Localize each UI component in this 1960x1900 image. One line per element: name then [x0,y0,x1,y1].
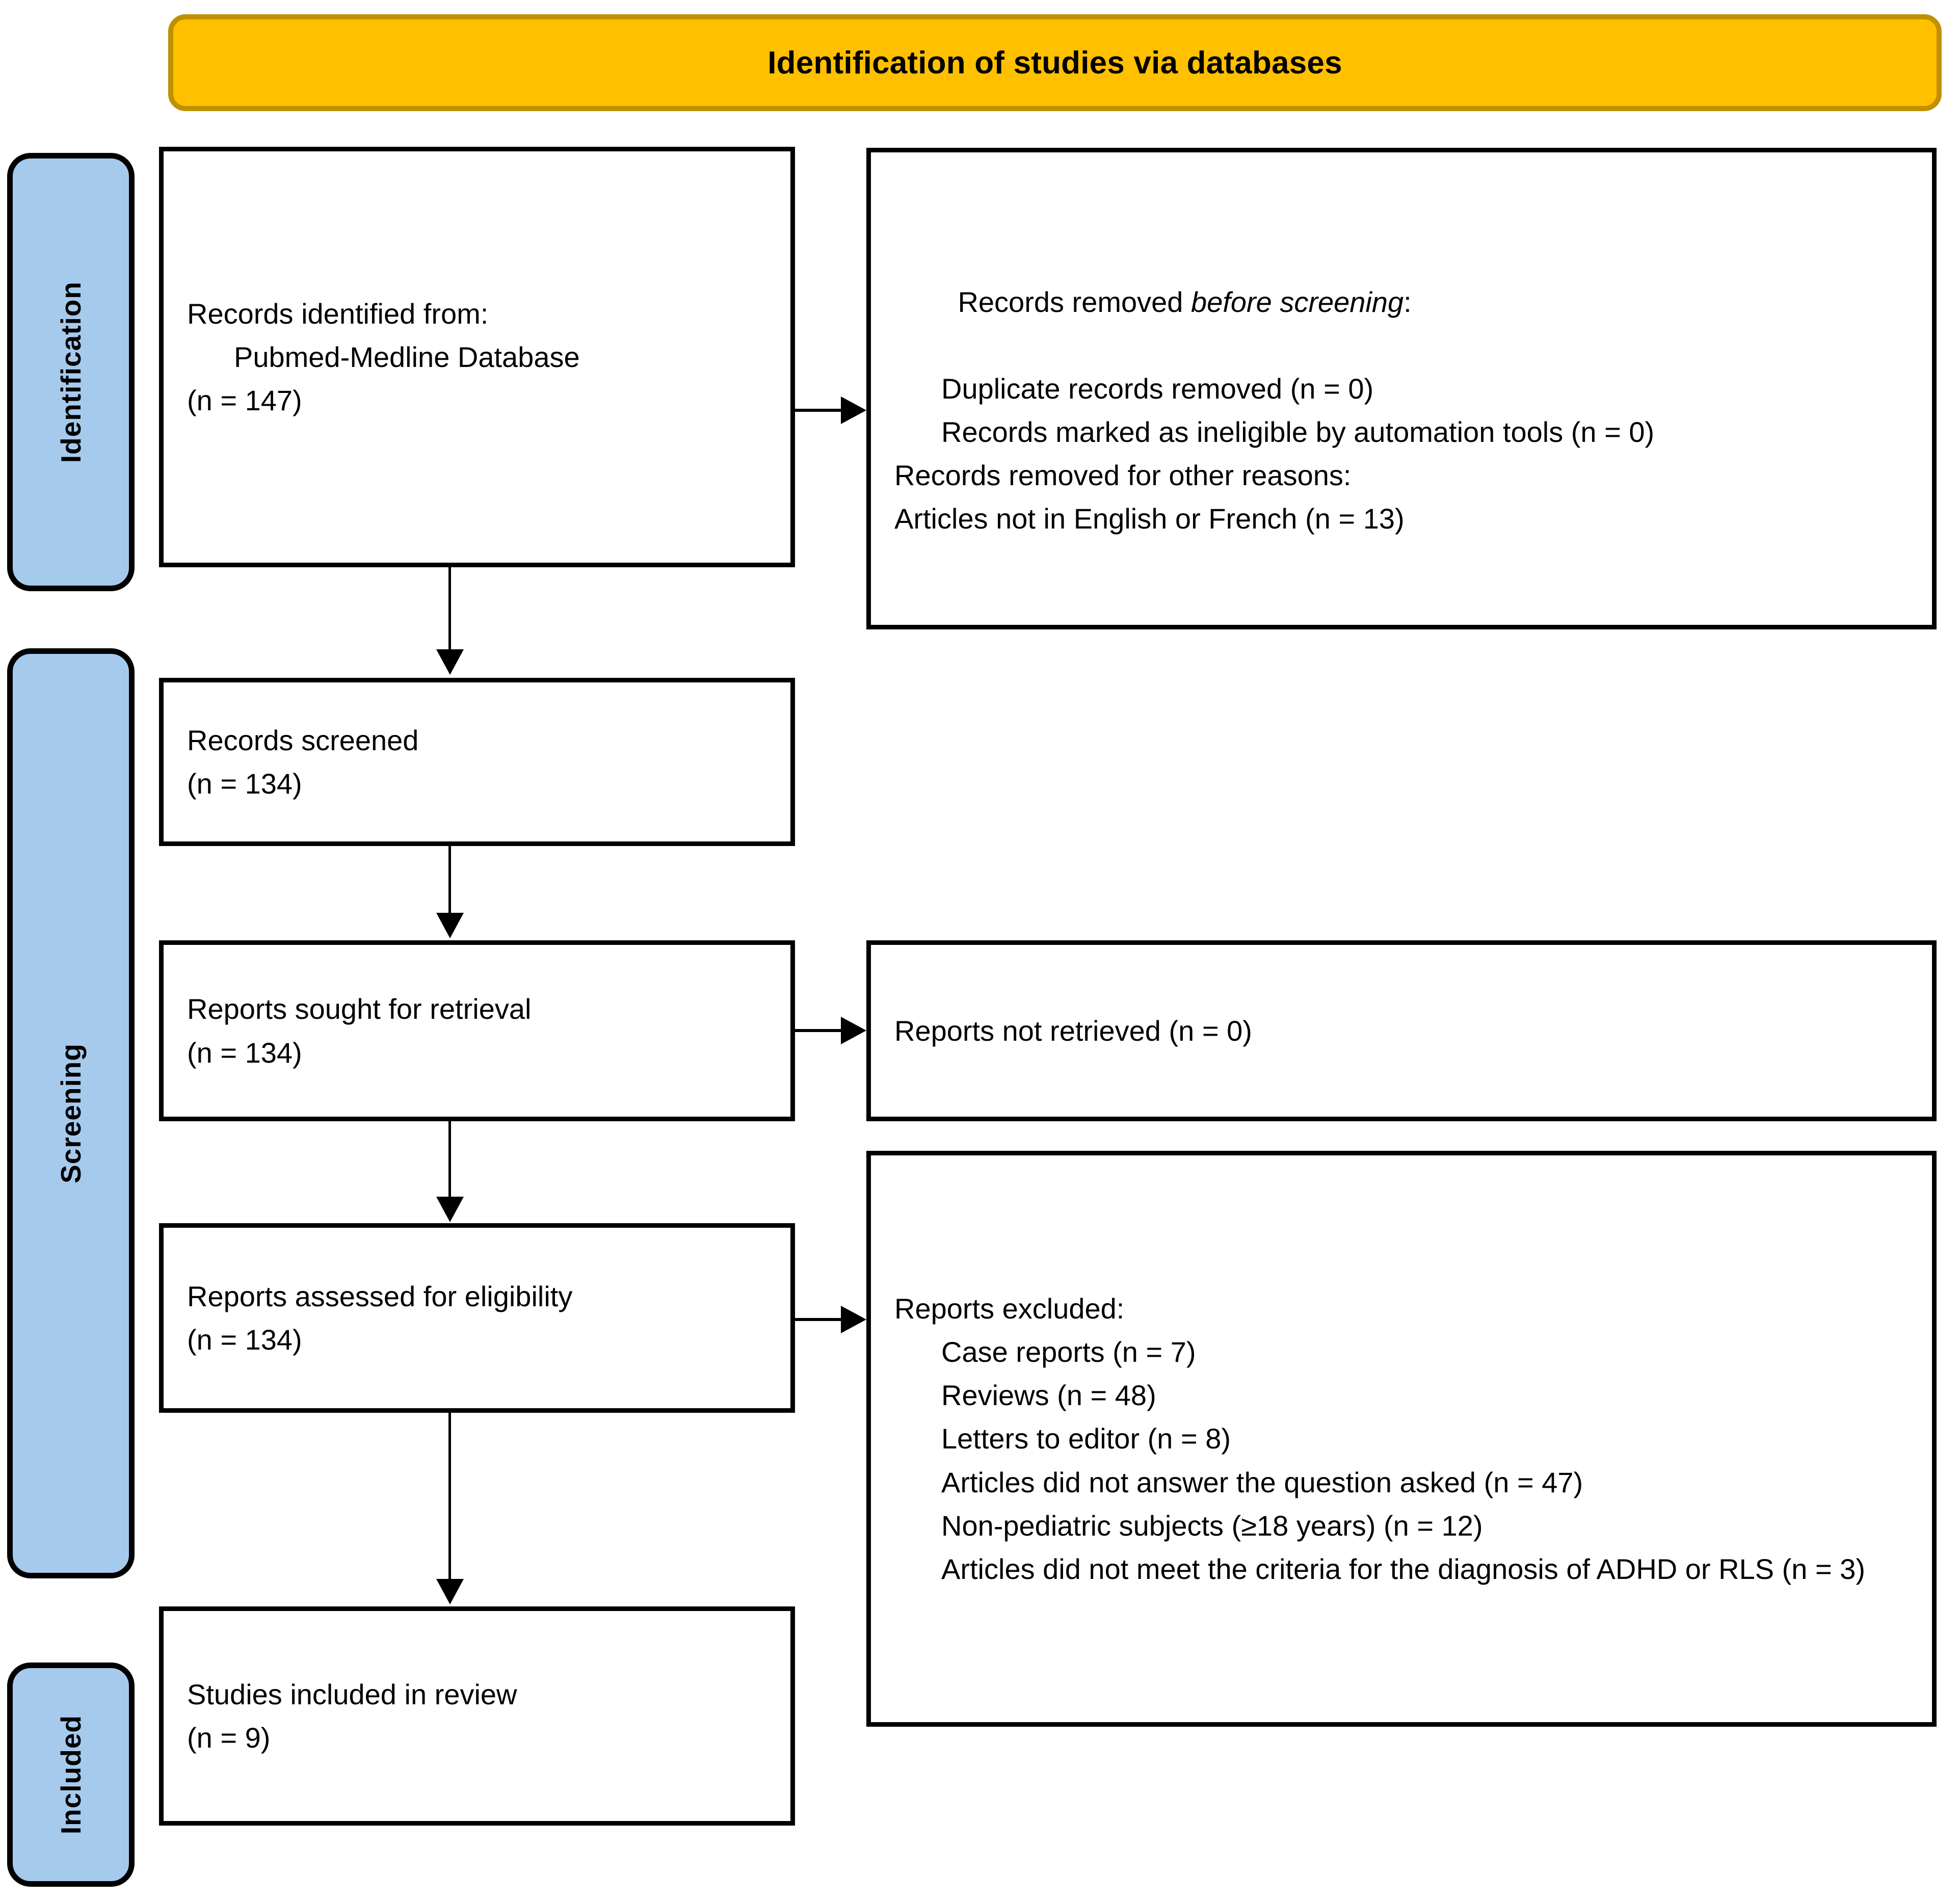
reports-excluded-item-6: Articles did not meet the criteria for t… [941,1552,1866,1585]
connector-assessed-to-included-line [448,1413,451,1581]
records-identified-line-1: Records identified from: [187,297,489,330]
connector-assessed-to-excluded-line [795,1318,842,1321]
records-screened-line-2: (n = 134) [187,768,302,800]
stage-rail-included: Included [7,1662,135,1887]
box-reports-assessed: Reports assessed for eligibility (n = 13… [159,1223,795,1413]
reports-assessed-line-1: Reports assessed for eligibility [187,1280,573,1312]
connector-sought-to-assessed-arrow [436,1197,464,1222]
reports-excluded-item-5: Non-pediatric subjects (≥18 years) (n = … [941,1509,1483,1542]
box-records-identified: Records identified from: Pubmed-Medline … [159,147,795,567]
records-removed-heading-prefix: Records removed [958,285,1191,318]
stage-rail-identification: Identification [7,153,135,591]
reports-excluded-item-2: Reviews (n = 48) [941,1379,1156,1412]
reports-sought-line-1: Reports sought for retrieval [187,993,532,1025]
records-removed-item-3: Records removed for other reasons: [894,459,1352,492]
reports-excluded-heading: Reports excluded: [894,1292,1125,1325]
box-studies-included: Studies included in review (n = 9) [159,1606,795,1826]
connector-assessed-to-excluded-arrow [841,1306,866,1333]
box-reports-excluded: Reports excluded: Case reports (n = 7) R… [866,1151,1937,1727]
connector-screened-to-sought-line [448,846,451,915]
reports-excluded-item-3: Letters to editor (n = 8) [941,1422,1231,1455]
records-removed-item-4: Articles not in English or French (n = 1… [894,503,1405,535]
connector-sought-to-notretrieved-arrow [841,1017,866,1044]
records-removed-item-1: Duplicate records removed (n = 0) [941,372,1374,405]
connector-identified-to-removed-line [795,409,842,412]
box-reports-sought: Reports sought for retrieval (n = 134) [159,940,795,1121]
reports-excluded-item-1: Case reports (n = 7) [941,1336,1196,1368]
header-title: Identification of studies via databases [767,45,1342,81]
reports-excluded-item-4: Articles did not answer the question ask… [941,1466,1583,1498]
box-reports-not-retrieved: Reports not retrieved (n = 0) [866,940,1937,1121]
reports-not-retrieved-line-1: Reports not retrieved (n = 0) [894,1014,1252,1047]
records-identified-line-3: (n = 147) [187,384,302,417]
records-removed-heading: Records removed before screening: [894,237,1909,367]
reports-sought-line-2: (n = 134) [187,1036,302,1069]
stage-rail-screening: Screening [7,648,135,1578]
records-removed-item-2: Records marked as ineligible by automati… [941,416,1655,448]
box-records-screened: Records screened (n = 134) [159,678,795,846]
records-removed-heading-suffix: : [1403,285,1412,318]
reports-assessed-line-2: (n = 134) [187,1324,302,1356]
connector-identified-to-screened-line [448,567,451,651]
connector-screened-to-sought-arrow [436,913,464,938]
header-banner: Identification of studies via databases [168,14,1942,111]
records-screened-line-1: Records screened [187,724,419,756]
records-identified-line-2: Pubmed-Medline Database [234,340,580,373]
stage-label-identification: Identification [55,281,87,463]
stage-label-included: Included [55,1714,87,1835]
studies-included-line-2: (n = 9) [187,1722,271,1754]
connector-assessed-to-included-arrow [436,1579,464,1604]
box-records-removed: Records removed before screening: Duplic… [866,148,1937,629]
stage-label-screening: Screening [55,1043,87,1183]
connector-identified-to-removed-arrow [841,397,866,424]
connector-identified-to-screened-arrow [436,649,464,675]
connector-sought-to-assessed-line [448,1121,451,1199]
connector-sought-to-notretrieved-line [795,1029,842,1032]
studies-included-line-1: Studies included in review [187,1678,517,1710]
records-removed-heading-italic: before screening [1190,285,1404,318]
